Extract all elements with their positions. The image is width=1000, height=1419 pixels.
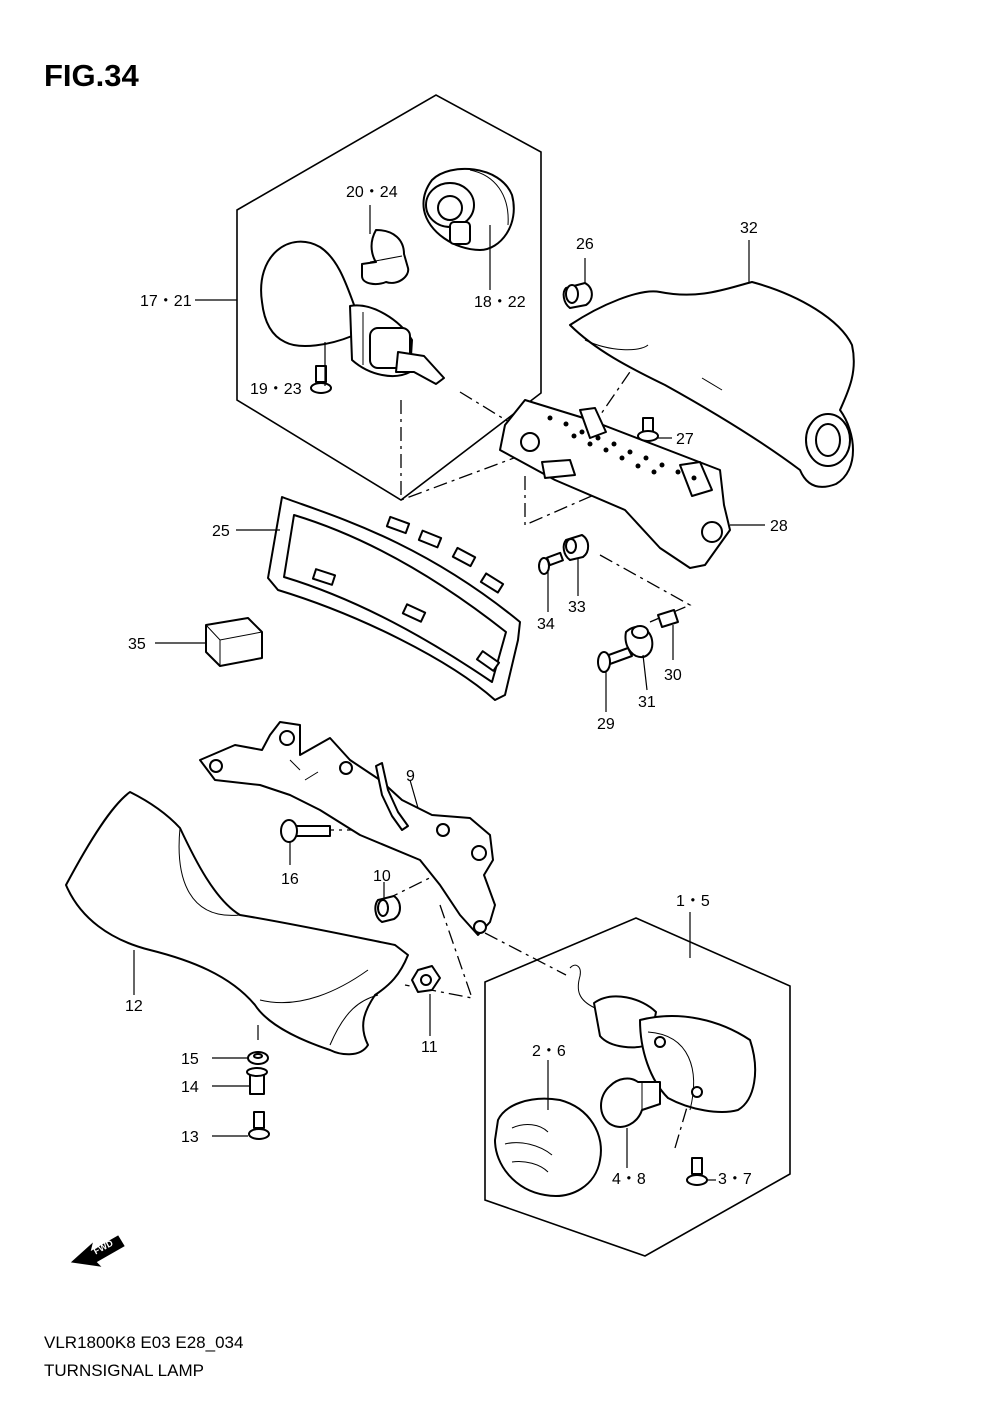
callout-31: 31	[638, 694, 656, 711]
front-bulb	[600, 1077, 661, 1128]
relay-35	[205, 617, 263, 667]
callout-18-22: 18・22	[474, 294, 526, 311]
screw-3-7	[686, 1157, 708, 1186]
bracket-28	[499, 399, 731, 569]
bolt-16	[280, 819, 331, 843]
callout-28: 28	[770, 518, 788, 535]
callout-17-21: 17・21	[140, 293, 192, 310]
screw-19-23	[310, 365, 332, 394]
rear-bulb	[361, 229, 410, 285]
callout-9: 9	[406, 768, 415, 785]
callout-1-5: 1・5	[676, 893, 710, 910]
callout-12: 12	[125, 998, 143, 1015]
stay-cover-12	[65, 791, 409, 1056]
cushion-33	[562, 534, 590, 561]
screw-13	[248, 1111, 270, 1140]
callout-3-7: 3・7	[718, 1171, 752, 1188]
rear-lamp-socket	[422, 167, 515, 251]
clamp-31	[624, 625, 654, 658]
callout-19-23: 19・23	[250, 381, 302, 398]
screw-27	[637, 417, 659, 442]
model-code: VLR1800K8 E03 E28_034	[44, 1333, 244, 1352]
leader-lines	[133, 205, 765, 1181]
lens-frame-25	[267, 496, 521, 701]
forward-arrow-icon: FWD	[70, 1235, 125, 1267]
lamp-cover-32	[569, 281, 855, 488]
callout-15: 15	[181, 1051, 199, 1068]
bracket-9	[199, 721, 496, 936]
rear-turn-lamp-housing	[260, 240, 445, 385]
callout-35: 35	[128, 636, 146, 653]
callout-33: 33	[568, 599, 586, 616]
screw-34	[538, 551, 564, 575]
nut-30	[657, 609, 679, 628]
callout-29: 29	[597, 716, 615, 733]
callout-25: 25	[212, 523, 230, 540]
callout-26: 26	[576, 236, 594, 253]
callout-27: 27	[676, 431, 694, 448]
callout-14: 14	[181, 1079, 199, 1096]
front-turn-lamp-housing	[569, 964, 757, 1113]
nut-11	[411, 965, 441, 993]
spacer-14	[246, 1067, 268, 1095]
rear-lamp-group-frame	[236, 94, 542, 501]
callout-20-24: 20・24	[346, 184, 398, 201]
front-lamp-lens	[494, 1097, 602, 1197]
cushion-10	[374, 895, 401, 923]
figure-title: FIG.34	[44, 58, 139, 93]
callout-32: 32	[740, 220, 758, 237]
callout-labels: 17・21 20・24 18・22 19・23 26 32 27 28 25 3…	[125, 184, 788, 1188]
part-group-title: TURNSIGNAL LAMP	[44, 1361, 204, 1380]
callout-30: 30	[664, 667, 682, 684]
callout-2-6: 2・6	[532, 1043, 566, 1060]
callout-34: 34	[537, 616, 555, 633]
callout-13: 13	[181, 1129, 199, 1146]
callout-16: 16	[281, 871, 299, 888]
cushion-26	[562, 282, 593, 309]
washer-15	[247, 1051, 269, 1065]
callout-11: 11	[421, 1039, 438, 1056]
bolt-29	[597, 647, 633, 673]
front-lamp-group-frame	[484, 917, 791, 1257]
callout-4-8: 4・8	[612, 1171, 646, 1188]
callout-10: 10	[373, 868, 391, 885]
